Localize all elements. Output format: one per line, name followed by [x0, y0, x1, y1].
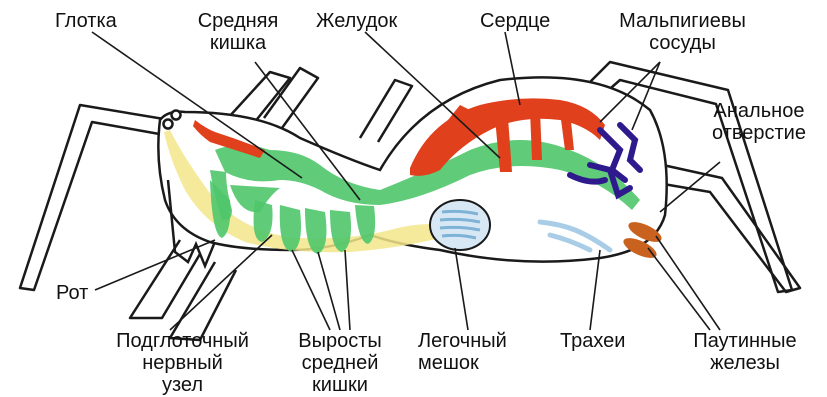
label-silk-glands-line-1: Паутинные: [680, 330, 810, 352]
label-diverticula-line-2: средней: [290, 352, 390, 374]
label-mouth-line-1: Рот: [56, 282, 88, 304]
label-malpighian-line-2: сосуды: [605, 32, 760, 54]
label-subpharyngeal-ganglion: Подглоточный нервный узел: [100, 330, 265, 396]
label-ganglion-line-2: нервный: [100, 352, 265, 374]
label-pharynx-line-1: Глотка: [55, 10, 117, 32]
label-diverticula-line-3: кишки: [290, 374, 390, 396]
label-midgut-diverticula: Выросты средней кишки: [290, 330, 390, 396]
label-midgut-line-2: кишка: [178, 32, 298, 54]
label-diverticula-line-1: Выросты: [290, 330, 390, 352]
label-heart: Сердце: [480, 10, 550, 32]
label-anus-line-2: отверстие: [700, 122, 818, 144]
label-anus-line-1: Анальное: [700, 100, 818, 122]
label-silk-glands: Паутинные железы: [680, 330, 810, 374]
label-book-lung: Легочный мешок: [418, 330, 507, 374]
label-malpighian-line-1: Мальпигиевы: [605, 10, 760, 32]
label-stomach-line-1: Желудок: [316, 10, 397, 32]
label-book-lung-line-1: Легочный: [418, 330, 507, 352]
label-book-lung-line-2: мешок: [418, 352, 507, 374]
label-tracheae-line-1: Трахеи: [560, 330, 625, 352]
book-lung: [430, 200, 490, 250]
label-anus: Анальное отверстие: [700, 100, 818, 144]
label-ganglion-line-1: Подглоточный: [100, 330, 265, 352]
label-heart-line-1: Сердце: [480, 10, 550, 32]
label-stomach: Желудок: [316, 10, 397, 32]
label-silk-glands-line-2: железы: [680, 352, 810, 374]
label-midgut-line-1: Средняя: [178, 10, 298, 32]
label-midgut: Средняя кишка: [178, 10, 298, 54]
label-malpighian-tubules: Мальпигиевы сосуды: [605, 10, 760, 54]
label-ganglion-line-3: узел: [100, 374, 265, 396]
label-pharynx: Глотка: [55, 10, 117, 32]
label-mouth: Рот: [56, 282, 88, 304]
label-tracheae: Трахеи: [560, 330, 625, 352]
